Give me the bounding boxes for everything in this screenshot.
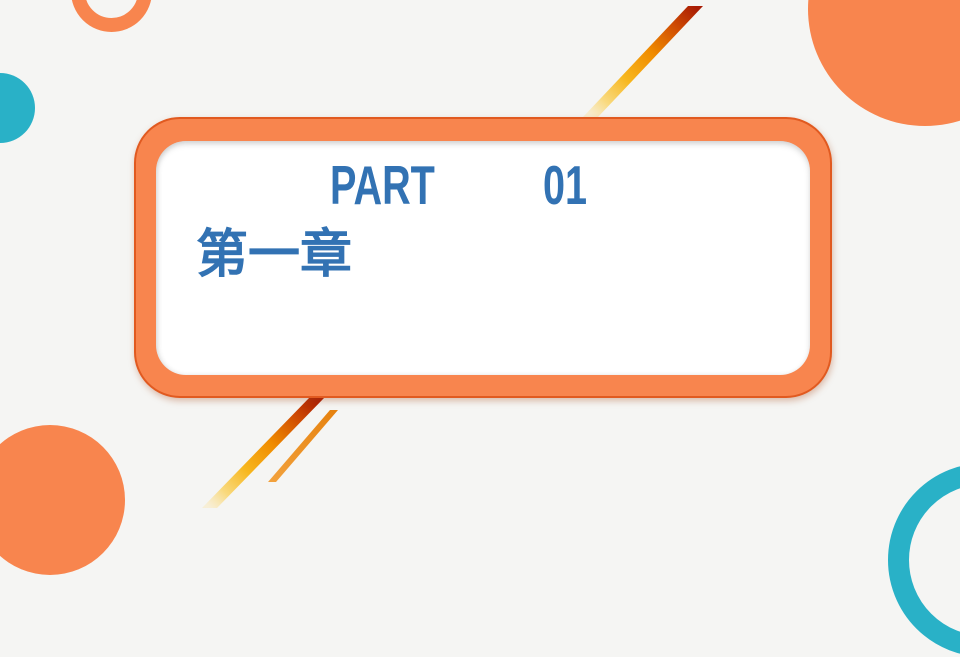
gradient-diagonal-lines [202, 6, 703, 508]
gradient-line-bottom [202, 397, 325, 508]
part-label: PART [330, 154, 435, 216]
section-card-inner: PART 01 第一章 [156, 141, 810, 375]
gradient-line-top [583, 6, 703, 117]
part-number: 01 [543, 154, 588, 216]
section-card: PART 01 第一章 [134, 117, 832, 398]
chapter-title: 第一章 [196, 226, 353, 284]
orange-line-bottom-thin [268, 410, 338, 482]
